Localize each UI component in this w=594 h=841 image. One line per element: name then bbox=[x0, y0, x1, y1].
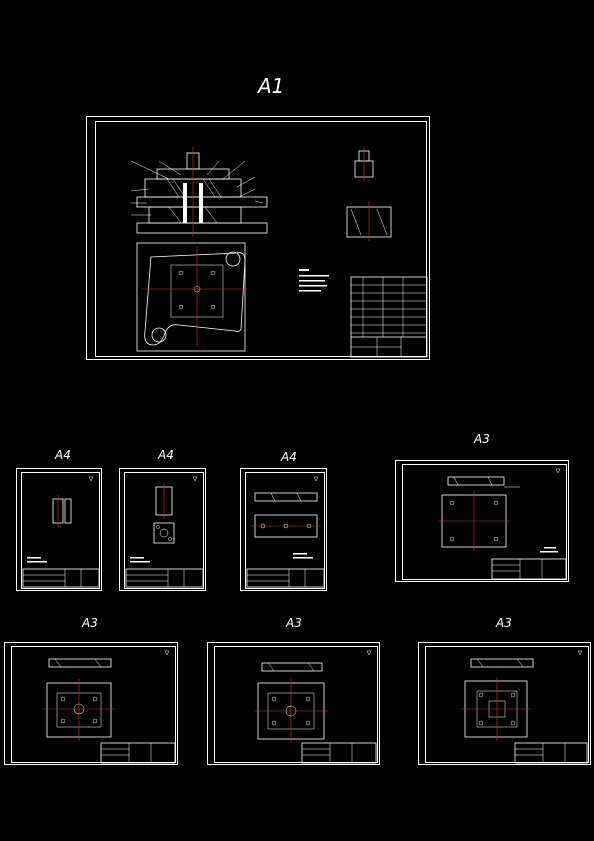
sheet-label-a1: A1 bbox=[258, 74, 285, 98]
sheet-a4-2 bbox=[119, 468, 206, 591]
sheet-a3-1 bbox=[395, 460, 569, 582]
sheet-a3-4 bbox=[418, 642, 591, 765]
detail-view-section bbox=[346, 201, 392, 241]
drawing-border bbox=[214, 646, 378, 763]
detail-view-top bbox=[354, 147, 374, 181]
part-drawing-a3-4 bbox=[461, 650, 588, 764]
die-section-view bbox=[130, 147, 268, 237]
drawing-border bbox=[95, 121, 427, 357]
technical-notes bbox=[299, 269, 329, 292]
sheet-label-a4-1: A4 bbox=[55, 448, 71, 462]
sheet-label-a3-1: A3 bbox=[474, 432, 490, 446]
sheet-label-a4-2: A4 bbox=[158, 448, 174, 462]
drawing-border bbox=[124, 472, 204, 589]
sheet-label-a4-3: A4 bbox=[281, 450, 297, 464]
sheet-a4-3 bbox=[240, 468, 327, 591]
part-drawing-a3-1 bbox=[438, 468, 567, 580]
sheet-a1-assembly bbox=[86, 116, 430, 360]
sheet-label-a3-4: A3 bbox=[496, 616, 512, 630]
drawing-border bbox=[425, 646, 589, 763]
drawing-border bbox=[402, 464, 567, 580]
die-plan-view bbox=[136, 242, 247, 352]
part-drawing-a4-2 bbox=[125, 476, 204, 588]
drawing-border bbox=[245, 472, 325, 589]
sheet-label-a3-2: A3 bbox=[82, 616, 98, 630]
sheet-label-a3-3: A3 bbox=[286, 616, 302, 630]
part-drawing-a3-2 bbox=[43, 650, 176, 764]
assembly-drawing bbox=[130, 147, 428, 358]
drawing-border bbox=[11, 646, 176, 763]
sheet-a4-1 bbox=[16, 468, 102, 591]
drawing-border bbox=[21, 472, 100, 589]
parts-list-and-title-block bbox=[350, 276, 428, 358]
part-drawing-a3-3 bbox=[254, 650, 377, 764]
part-drawing-a4-3 bbox=[246, 476, 325, 588]
sheet-a3-3 bbox=[207, 642, 380, 765]
sheet-a3-2 bbox=[4, 642, 178, 765]
part-drawing-a4-1 bbox=[22, 476, 100, 588]
